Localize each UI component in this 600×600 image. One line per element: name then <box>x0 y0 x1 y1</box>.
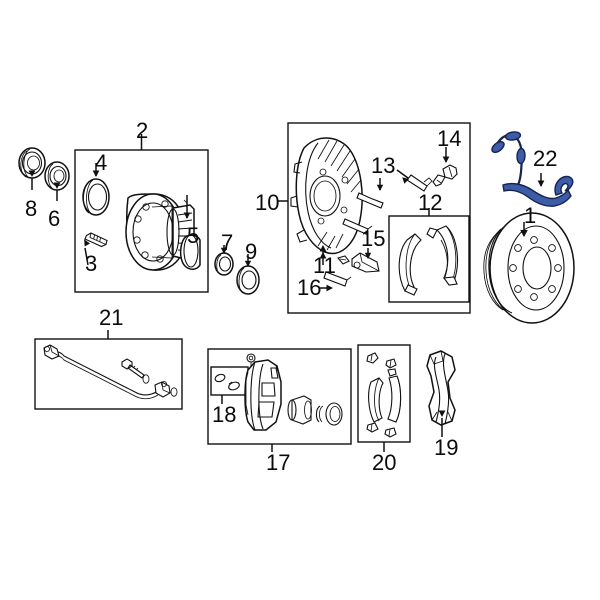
part-15-parking-brake-lever <box>337 248 380 273</box>
brake-shoe-group-box <box>388 208 470 303</box>
part-14-adjuster-screw <box>432 147 458 187</box>
callout-7: 7 <box>221 230 234 255</box>
part-3-wheel-stud <box>84 232 108 266</box>
part-6-outer-seal <box>44 161 70 201</box>
part-2-hub-body <box>125 193 195 271</box>
callout-18: 18 <box>212 402 237 427</box>
part-4-inner-bearing <box>82 163 110 216</box>
brake-pad-group-box <box>357 344 411 452</box>
callout-10: 10 <box>255 190 280 215</box>
callout-15: 15 <box>361 226 386 251</box>
part-22-abs-sensor-harness <box>491 131 574 207</box>
callout-1: 1 <box>524 203 537 228</box>
part-5-hub-cap <box>179 195 201 270</box>
caliper-group-box <box>207 348 352 452</box>
callout-13: 13 <box>371 153 396 178</box>
callout-2: 2 <box>136 118 149 143</box>
callout-3: 3 <box>85 251 98 276</box>
part-17-piston-and-seals <box>287 395 343 426</box>
part-9-bearing-race-large <box>236 254 260 295</box>
callout-22: 22 <box>533 146 558 171</box>
callout-17: 17 <box>266 450 291 475</box>
callout-8: 8 <box>25 196 38 221</box>
part-19-caliper-bracket <box>426 350 456 437</box>
callout-14: 14 <box>437 126 462 151</box>
callout-5: 5 <box>187 223 200 248</box>
callout-6: 6 <box>48 206 61 231</box>
callout-11: 11 <box>313 253 336 278</box>
callout-4: 4 <box>95 150 108 175</box>
part-17-caliper-body <box>244 353 282 431</box>
part-7-bearing-race-small <box>214 245 234 276</box>
callout-19: 19 <box>434 435 459 460</box>
part-16-retainer-strut <box>320 271 352 292</box>
callout-9: 9 <box>245 239 258 264</box>
callout-20: 20 <box>372 450 397 475</box>
callout-21: 21 <box>99 305 124 330</box>
callout-16: 16 <box>297 275 322 300</box>
callout-12: 12 <box>418 190 443 215</box>
part-13-adjuster-lever <box>342 169 433 235</box>
part-8-grease-seal <box>18 147 46 190</box>
part-18-caliper-seal-kit <box>210 366 249 404</box>
brake-hose-group-box <box>34 330 183 410</box>
part-1-brake-rotor <box>483 212 575 324</box>
